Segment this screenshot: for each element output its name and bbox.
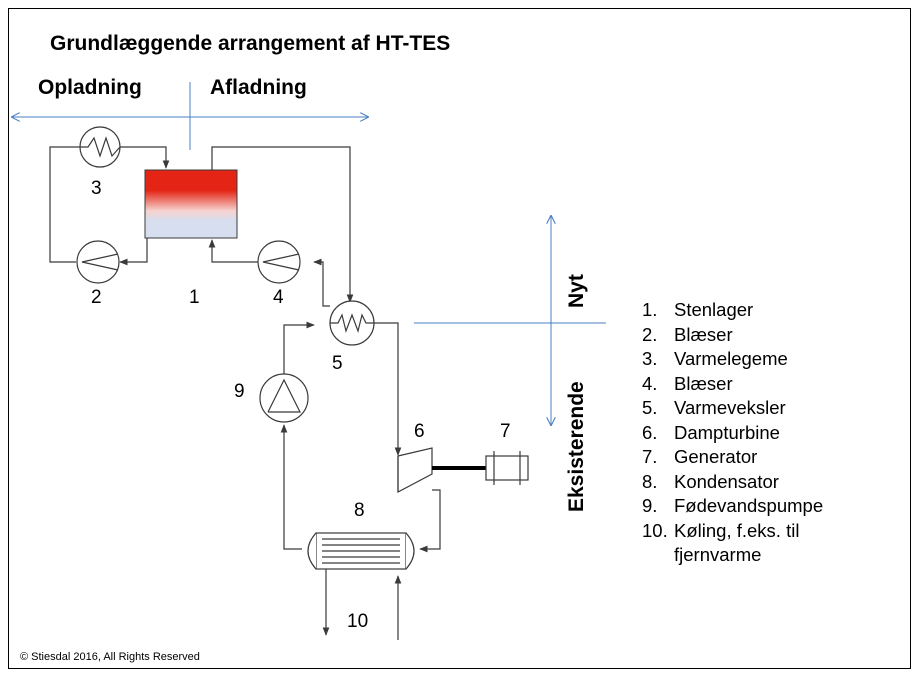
number-7: 7 (500, 421, 511, 442)
heat-exchanger-icon (329, 300, 375, 346)
number-3: 3 (91, 178, 102, 199)
blower-icon-2 (76, 240, 120, 284)
number-6: 6 (414, 421, 425, 442)
charging-header: Opladning (38, 76, 142, 99)
legend-label: Fødevandspumpe (674, 495, 824, 516)
new-existing-divider (414, 216, 606, 425)
legend-label: Blæser (674, 372, 733, 394)
number-10: 10 (347, 611, 369, 632)
legend-number: 1. (642, 299, 658, 320)
feedwater-pump-icon (259, 373, 309, 423)
legend-item: 4. Blæser (642, 372, 904, 397)
legend-number: 8. (642, 470, 658, 492)
charging-discharging-divider (12, 82, 368, 150)
copyright-notice: © Stiesdal 2016, All Rights Reserved (20, 651, 200, 663)
legend-label: Varmelegeme (674, 348, 788, 369)
number-5: 5 (332, 353, 343, 374)
legend-item: 3. Varmelegeme (642, 347, 904, 372)
legend-label: Blæser (674, 323, 733, 345)
legend-number: 5. (642, 397, 658, 418)
legend-number: 9. (642, 495, 658, 516)
legend-number: 2. (642, 323, 658, 345)
number-8: 8 (354, 500, 365, 521)
legend-label: Stenlager (674, 299, 754, 320)
slide-frame (8, 8, 911, 669)
blower-icon-4 (257, 240, 301, 284)
legend-number: 7. (642, 446, 658, 467)
legend-label: Køling, f.eks. til fjernvarme (674, 519, 800, 566)
generator-icon (485, 451, 529, 485)
heater-icon (79, 126, 121, 168)
legend-item: 8. Kondensator (642, 470, 904, 495)
legend-item: 5. Varmeveksler (642, 396, 904, 421)
legend-number: 10. (642, 519, 668, 541)
page-title: Grundlæggende arrangement af HT-TES (50, 32, 451, 55)
legend-item: 9. Fødevandspumpe (642, 494, 904, 519)
legend-number: 6. (642, 421, 658, 443)
number-4: 4 (273, 287, 284, 308)
legend-number: 3. (642, 348, 658, 369)
legend-item: 7. Generator (642, 445, 904, 470)
discharging-header: Afladning (210, 76, 307, 99)
legend-item: 2. Blæser (642, 323, 904, 348)
legend-label: Varmeveksler (674, 397, 786, 418)
condenser-icon (307, 532, 415, 570)
legend-item: 6. Dampturbine (642, 421, 904, 446)
number-2: 2 (91, 287, 102, 308)
legend-number: 4. (642, 372, 658, 394)
legend-label: Kondensator (674, 470, 779, 492)
legend-item: 10. Køling, f.eks. til fjernvarme (642, 519, 904, 568)
steam-turbine-icon (397, 447, 433, 493)
rock-storage-unit (144, 169, 238, 239)
component-legend: 1. Stenlager 2. Blæser 3. Varmelegeme 4. Blæ… (642, 298, 904, 568)
number-9: 9 (234, 381, 245, 402)
legend-item: 1. Stenlager (642, 298, 904, 323)
legend-label: Dampturbine (674, 421, 780, 443)
legend-label: Generator (674, 446, 758, 467)
piping (49, 146, 441, 640)
number-1: 1 (189, 287, 200, 308)
